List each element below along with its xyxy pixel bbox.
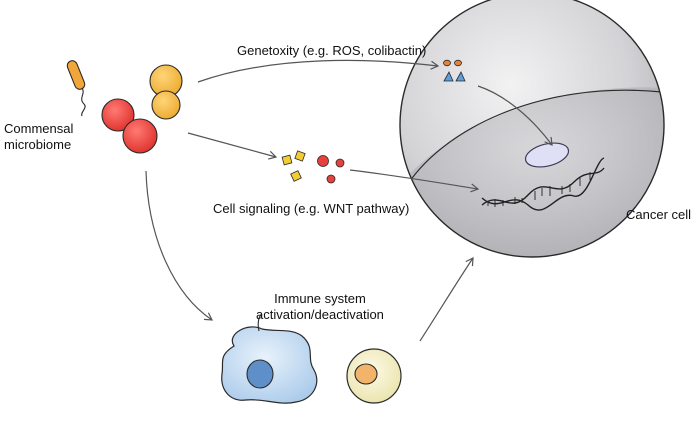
- macrophage-icon: [221, 313, 318, 404]
- genotoxin-icon: [443, 59, 466, 82]
- arrow-to-genotoxins: [197, 59, 440, 83]
- red-bacteria-icon: [101, 98, 158, 154]
- nucleus: [524, 142, 570, 168]
- dna-helix-icon: [481, 157, 605, 211]
- cell-signaling-label: Cell signaling (e.g. WNT pathway): [213, 201, 410, 216]
- lymphocyte-icon: [346, 348, 402, 404]
- rod-bacterium-icon: [66, 60, 86, 117]
- arrow-genotoxins-to-nucleus: [477, 85, 553, 146]
- orange-bacteria-icon: [149, 64, 183, 120]
- commensal-microbiome-label: Commensal microbiome: [4, 121, 74, 152]
- arrow-signaling-to-dna: [349, 169, 480, 193]
- signaling-molecule-icon: [281, 150, 345, 184]
- immune-system-label: Immune system activation/deactivation: [256, 291, 384, 322]
- arrow-to-signaling: [187, 132, 278, 160]
- arrows: [145, 59, 553, 342]
- arrow-to-immune: [145, 170, 214, 321]
- arrow-immune-to-cancer-cell: [419, 256, 474, 342]
- genotoxicity-label: Genetoxity (e.g. ROS, colibactin): [237, 43, 427, 58]
- cancer-cell-label: Cancer cell: [626, 207, 692, 222]
